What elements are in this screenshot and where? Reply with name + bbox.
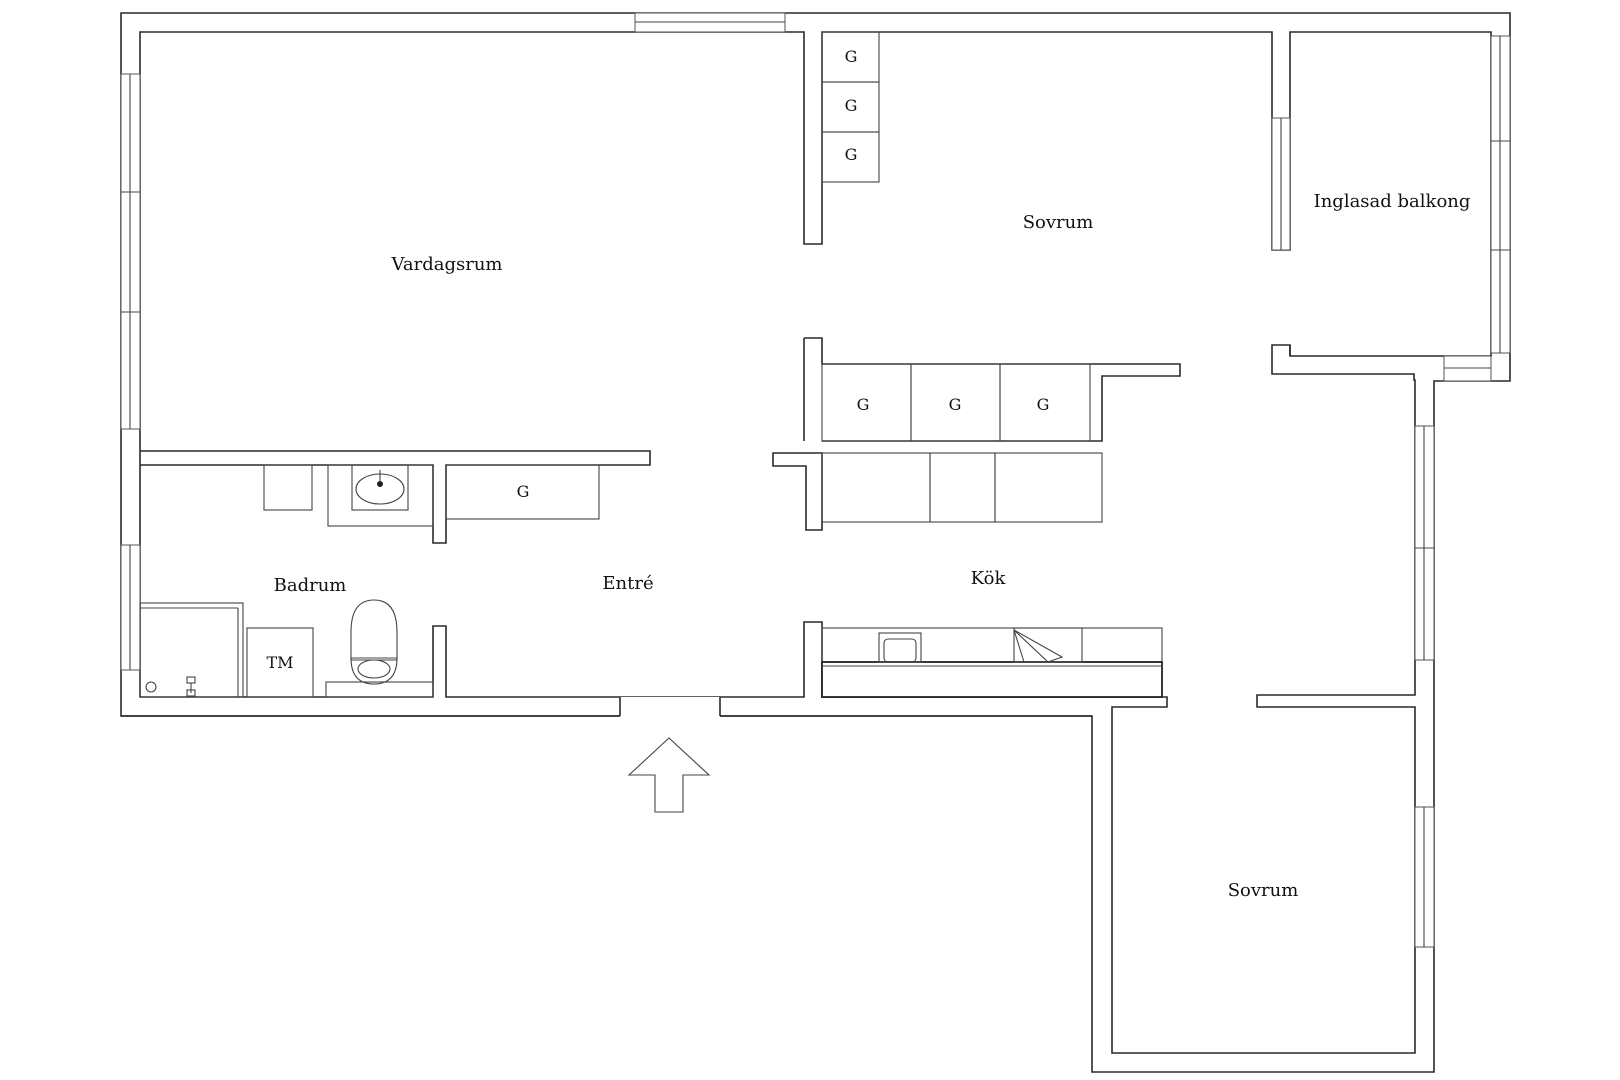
wardrobe-mark: G: [1037, 395, 1050, 414]
room-labels: Vardagsrum Sovrum Inglasad balkong Badru…: [274, 191, 1471, 901]
room-label-kok: Kök: [971, 568, 1007, 589]
kitchen-counter: [821, 627, 1163, 698]
entrance-arrow-icon: [627, 737, 711, 813]
room-label-vardagsrum: Vardagsrum: [391, 254, 503, 275]
shower-icon: [139, 602, 244, 698]
room-label-sovrum-bottom: Sovrum: [1228, 880, 1299, 901]
washer-box: [246, 627, 314, 698]
toilet-icon: [325, 599, 434, 698]
room-label-badrum: Badrum: [274, 575, 347, 596]
room-label-entre: Entré: [602, 573, 653, 594]
interior-walls: [140, 337, 1291, 544]
windows: [120, 12, 1511, 948]
wardrobe-mark: G: [857, 395, 870, 414]
sink-icon: [327, 464, 434, 527]
wardrobes-kitchen: [821, 363, 1103, 523]
wardrobes-top: [821, 31, 880, 183]
wardrobe-mark: G: [845, 145, 858, 164]
stove-icon: [878, 632, 922, 663]
front-door-opening: [121, 697, 1092, 718]
wardrobe-mark: G: [845, 47, 858, 66]
wardrobe-mark: G: [845, 96, 858, 115]
wardrobe-mark: G: [517, 482, 530, 501]
outer-walls: [120, 12, 1511, 1073]
wardrobe-mark: G: [949, 395, 962, 414]
room-label-balkong: Inglasad balkong: [1314, 191, 1471, 212]
washer-mark: TM: [266, 653, 293, 672]
fixture-marks: G G G G G G G TM: [266, 47, 1049, 672]
hall-storage: [263, 464, 600, 520]
dishwasher-icon: [1013, 627, 1083, 663]
room-label-sovrum-top: Sovrum: [1023, 212, 1094, 233]
